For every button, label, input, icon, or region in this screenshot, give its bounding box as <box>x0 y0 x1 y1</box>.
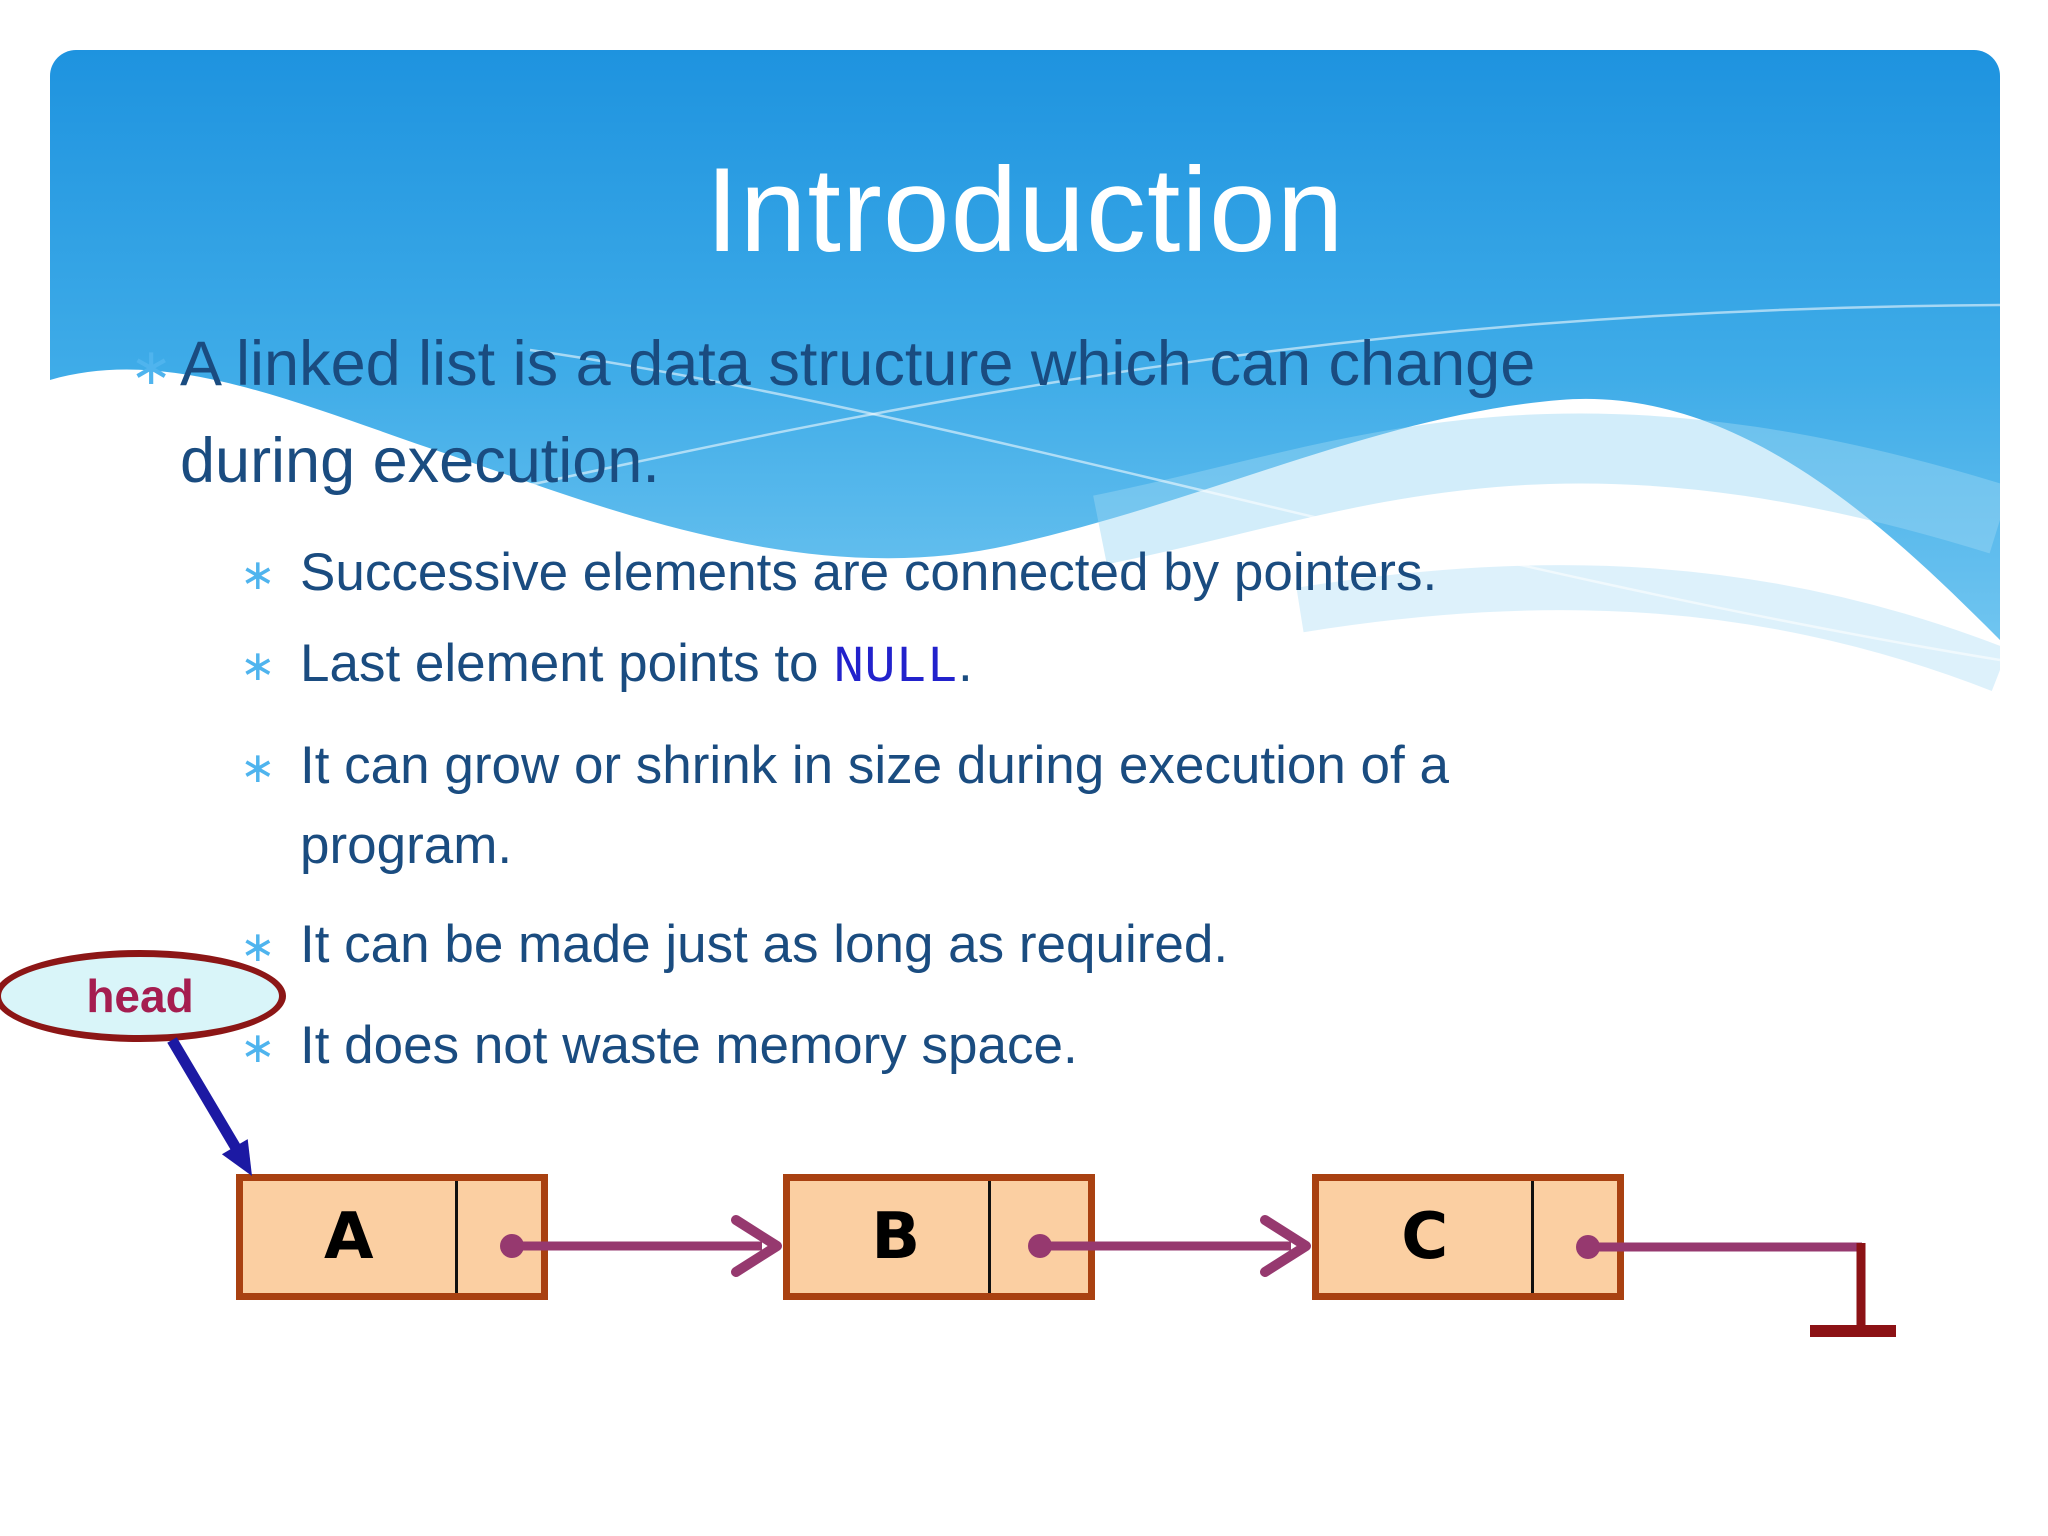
bullet-grow-shrink: ∗ It can grow or shrink in size during e… <box>240 726 1800 886</box>
asterisk-bullet-icon: ∗ <box>240 641 276 689</box>
bullet-level1: ∗ A linked list is a data structure whic… <box>130 316 1750 510</box>
node-data-label: C <box>1401 1200 1449 1274</box>
head-pointer-label: head <box>86 970 194 1022</box>
bullet-text: Last element points to <box>300 634 834 693</box>
node-pointer-divider <box>1530 1181 1534 1293</box>
node-box-c: C <box>1312 1174 1624 1300</box>
bullet-level1-text: A linked list is a data structure which … <box>180 316 1750 510</box>
bullet-line: A linked list is a data structure which … <box>180 329 1536 399</box>
node-data-label: B <box>871 1200 921 1274</box>
white-hairline-curve-2 <box>529 348 2000 662</box>
bullet-text: It can be made just as long as required. <box>300 915 1229 974</box>
bullet-text: It does not waste memory space. <box>300 1016 1078 1075</box>
bullet-line: during execution. <box>180 426 660 496</box>
bullet-no-waste-memory: ∗ It does not waste memory space. <box>240 1006 1800 1086</box>
head-pointer-ellipse: head <box>0 950 286 1042</box>
bullet-line: program. <box>300 816 513 875</box>
bullet-text: Successive elements are connected by poi… <box>300 543 1438 602</box>
node-box-b: B <box>783 1174 1095 1300</box>
node-pointer-divider <box>988 1181 992 1293</box>
asterisk-bullet-icon: ∗ <box>240 743 276 791</box>
bullet-last-element-null: ∗ Last element points to NULL. <box>240 624 1800 708</box>
bullet-text: . <box>957 634 973 693</box>
node-data-label: A <box>324 1200 374 1274</box>
white-hairline-curve-1 <box>169 303 2000 562</box>
asterisk-bullet-icon: ∗ <box>240 922 276 970</box>
bullet-line: It can grow or shrink in size during exe… <box>300 736 1449 795</box>
slide-title: Introduction <box>705 143 1345 277</box>
asterisk-bullet-icon: ∗ <box>240 550 276 598</box>
asterisk-bullet-icon: ∗ <box>240 1023 276 1071</box>
bullet-as-long-as-required: ∗ It can be made just as long as require… <box>240 905 1800 985</box>
bullet-successive: ∗ Successive elements are connected by p… <box>240 533 1800 613</box>
null-keyword: NULL <box>833 638 958 697</box>
node-pointer-divider <box>454 1181 458 1293</box>
wave-background-graphic <box>50 50 2000 691</box>
node-box-a: A <box>236 1174 548 1300</box>
pale-blue-wisp <box>1296 565 2000 691</box>
blue-sky-wave <box>50 50 2000 640</box>
asterisk-bullet-icon: ∗ <box>130 338 173 396</box>
light-blue-band <box>1093 413 2000 565</box>
